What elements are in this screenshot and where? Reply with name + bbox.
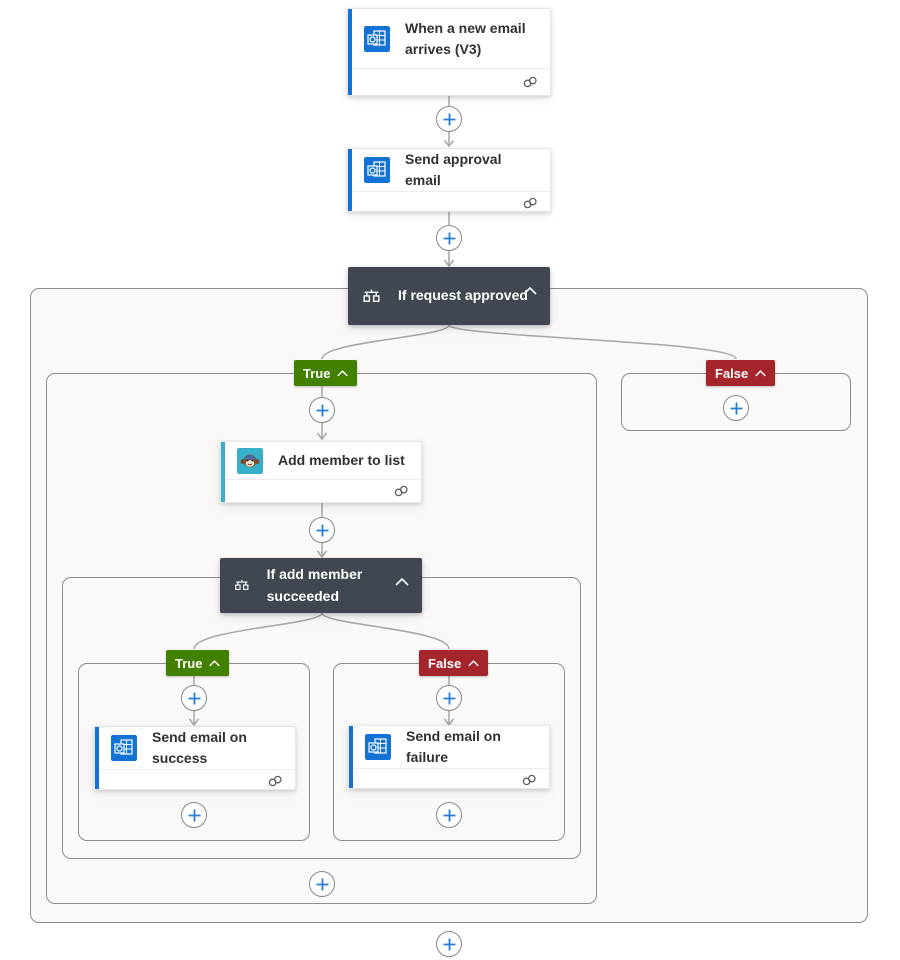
insert-step-button[interactable] [723,395,749,421]
chevron-up-icon [468,659,479,666]
card-title: Send email on failure [406,728,501,765]
connection-icon [523,76,537,88]
mailchimp-icon [237,447,263,474]
branch-label: False [715,365,749,381]
branch-label: False [428,655,462,671]
accent-bar [348,149,352,211]
action-card-add-member-to-list[interactable]: Add member to list [220,441,422,503]
insert-step-button[interactable] [436,802,462,828]
plus-icon [730,402,742,414]
accent-bar [349,726,353,788]
outlook-mail-icon [111,735,137,761]
branch-label: True [175,655,203,671]
condition-card-if-add-member-succeeded[interactable]: If add member succeeded [220,558,422,613]
card-title: Add member to list [278,452,405,468]
accent-bar [348,9,352,95]
connection-icon [523,197,537,209]
card-title: Send email on success [152,729,247,766]
branch-badge-false-inner[interactable]: False [419,650,489,676]
insert-step-button[interactable] [436,931,462,957]
card-title: When a new email arrives (V3) [405,19,526,57]
card-title: Send approval email [405,151,502,188]
condition-icon [235,579,249,590]
plus-icon [443,232,455,244]
collapse-chevron-icon[interactable] [523,282,537,300]
card-title: If request approved [398,287,528,304]
insert-step-button[interactable] [436,225,462,251]
plus-icon [443,809,455,821]
outlook-mail-icon [365,734,391,760]
plus-icon [316,878,328,890]
action-card-send-approval-email[interactable]: Send approval email [347,148,551,212]
outlook-mail-icon [364,25,390,52]
action-card-send-email-on-success[interactable]: Send email on success [94,726,296,790]
plus-icon [316,524,328,536]
connection-icon [522,774,536,786]
outlook-mail-icon [364,157,390,183]
connection-icon [394,485,408,497]
trigger-card-when-new-email-arrives[interactable]: When a new email arrives (V3) [347,8,551,96]
insert-step-button[interactable] [436,685,462,711]
insert-step-button[interactable] [309,517,335,543]
insert-step-button[interactable] [436,106,462,132]
accent-bar [95,727,99,789]
action-card-send-email-on-failure[interactable]: Send email on failure [348,725,550,789]
card-title: If add member succeeded [266,565,363,604]
chevron-up-icon [337,369,349,376]
branch-label: True [303,365,331,381]
accent-bar [221,442,225,502]
branch-badge-true-inner[interactable]: True [166,650,230,676]
branch-badge-true[interactable]: True [294,360,358,386]
insert-step-button[interactable] [309,871,335,897]
condition-card-if-request-approved[interactable]: If request approved [348,267,550,325]
collapse-chevron-icon[interactable] [395,573,409,591]
insert-step-button[interactable] [181,685,207,711]
plus-icon [188,692,200,704]
insert-step-button[interactable] [309,397,335,423]
connection-icon [268,775,282,787]
condition-icon [363,289,380,302]
chevron-up-icon [209,659,221,666]
insert-step-button[interactable] [181,802,207,828]
branch-badge-false[interactable]: False [706,360,776,386]
plus-icon [188,809,200,821]
plus-icon [443,692,455,704]
chevron-up-icon [755,369,766,376]
plus-icon [443,113,455,125]
plus-icon [443,938,455,950]
plus-icon [316,404,328,416]
